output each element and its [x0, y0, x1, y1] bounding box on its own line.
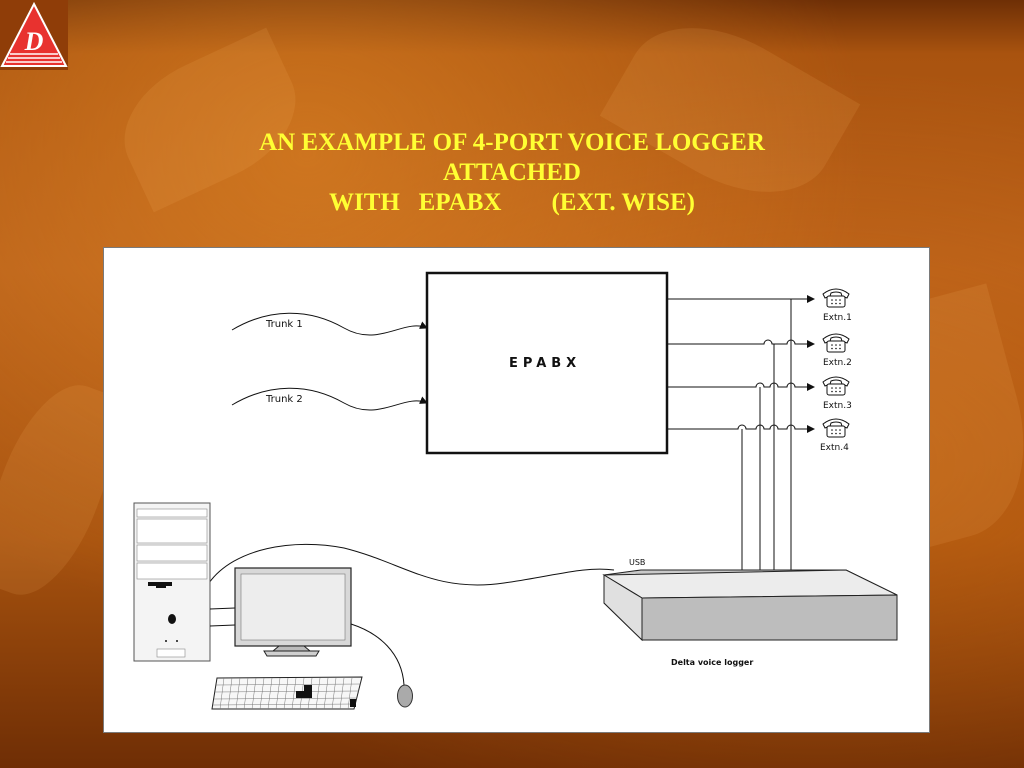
epabx-label: EPABX	[509, 356, 582, 371]
telephone-icon	[822, 376, 850, 396]
extn-2-label: Extn.2	[823, 358, 852, 368]
trunk-2-label: Trunk 2	[266, 394, 303, 405]
trunk-1-label: Trunk 1	[266, 319, 303, 330]
extn-4-label: Extn.4	[820, 443, 849, 453]
trunk-2-line	[231, 387, 428, 411]
mouse	[397, 684, 413, 708]
extn-1-label: Extn.1	[823, 313, 852, 323]
trunk-1-line	[231, 312, 428, 336]
monitor-cable	[209, 624, 236, 627]
diagram-panel: EPABX Trunk 1 Trunk 2 Extn.1 Extn.2 Extn…	[103, 247, 930, 733]
usb-label: USB	[629, 558, 646, 567]
extn-2-line	[667, 339, 815, 348]
connection-diagram	[133, 271, 898, 710]
computer-tower	[133, 502, 211, 662]
title-line: WITH EPABX (EXT. WISE)	[328, 189, 696, 216]
voice-logger-device	[602, 569, 898, 642]
usb-cable	[208, 543, 615, 586]
monitor	[234, 567, 352, 657]
slide-title: AN EXAMPLE OF 4-PORT VOICE LOGGER ATTACH…	[150, 128, 874, 218]
telephone-icon	[822, 333, 850, 353]
title-line: ATTACHED	[443, 159, 581, 186]
epabx-box	[425, 271, 669, 455]
title-line: AN EXAMPLE OF 4-PORT VOICE LOGGER	[259, 129, 765, 156]
voice-logger-label: Delta voice logger	[671, 658, 754, 667]
keyboard	[211, 676, 363, 710]
extn-4-line	[667, 424, 815, 433]
mouse-cable	[350, 623, 405, 686]
monitor-cable	[209, 607, 236, 610]
company-logo: D	[0, 0, 68, 70]
extn-3-line	[667, 382, 815, 391]
telephone-icon	[822, 418, 850, 438]
telephone-icon	[822, 288, 850, 308]
logo-letter: D	[24, 27, 44, 56]
extn-3-label: Extn.3	[823, 401, 852, 411]
